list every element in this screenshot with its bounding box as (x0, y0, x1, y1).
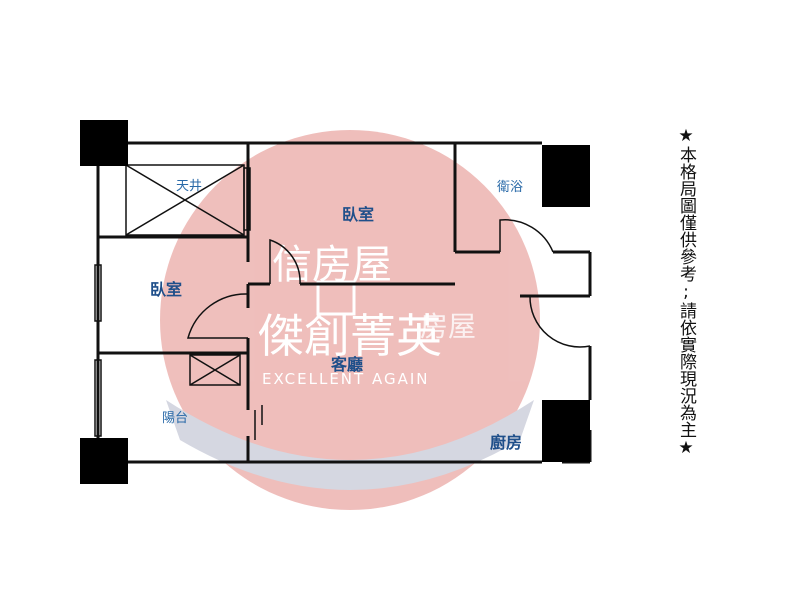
watermark-brand-top: 信房屋 (272, 242, 392, 288)
label-bedroom-top: 臥室 (342, 205, 374, 224)
pillar-top-left (80, 120, 128, 166)
watermark-logo-mark (316, 280, 356, 316)
label-bedroom-left: 臥室 (150, 280, 182, 299)
disclaimer-note: ★本格局圖僅供參考;請依實際現況為主★ (676, 126, 696, 458)
door-bedroom-top (269, 238, 301, 285)
watermark-brand-right: 房屋 (420, 310, 476, 343)
pillar-bottom-left (80, 438, 128, 484)
watermark: 信房屋 房屋 傑創菁英 EXCELLENT AGAIN (160, 130, 540, 510)
utility-box (189, 354, 241, 386)
door-bedroom-left (187, 293, 249, 339)
label-bathroom: 衛浴 (497, 180, 523, 195)
pillar-top-right (542, 145, 590, 207)
windows (94, 167, 251, 437)
watermark-band (166, 400, 534, 490)
watermark-tagline: EXCELLENT AGAIN (262, 370, 429, 388)
label-skylight: 天井 (176, 179, 202, 194)
door-entrance (529, 295, 591, 348)
label-balcony: 陽台 (162, 411, 188, 426)
pillars (80, 120, 590, 484)
door-bathroom (499, 219, 554, 253)
label-kitchen: 廚房 (490, 433, 522, 452)
pillar-bottom-right (542, 400, 590, 462)
doors (187, 219, 591, 440)
watermark-brand-main: 傑創菁英 (258, 309, 442, 363)
walls (96, 141, 592, 464)
label-living-room: 客廳 (331, 355, 363, 374)
